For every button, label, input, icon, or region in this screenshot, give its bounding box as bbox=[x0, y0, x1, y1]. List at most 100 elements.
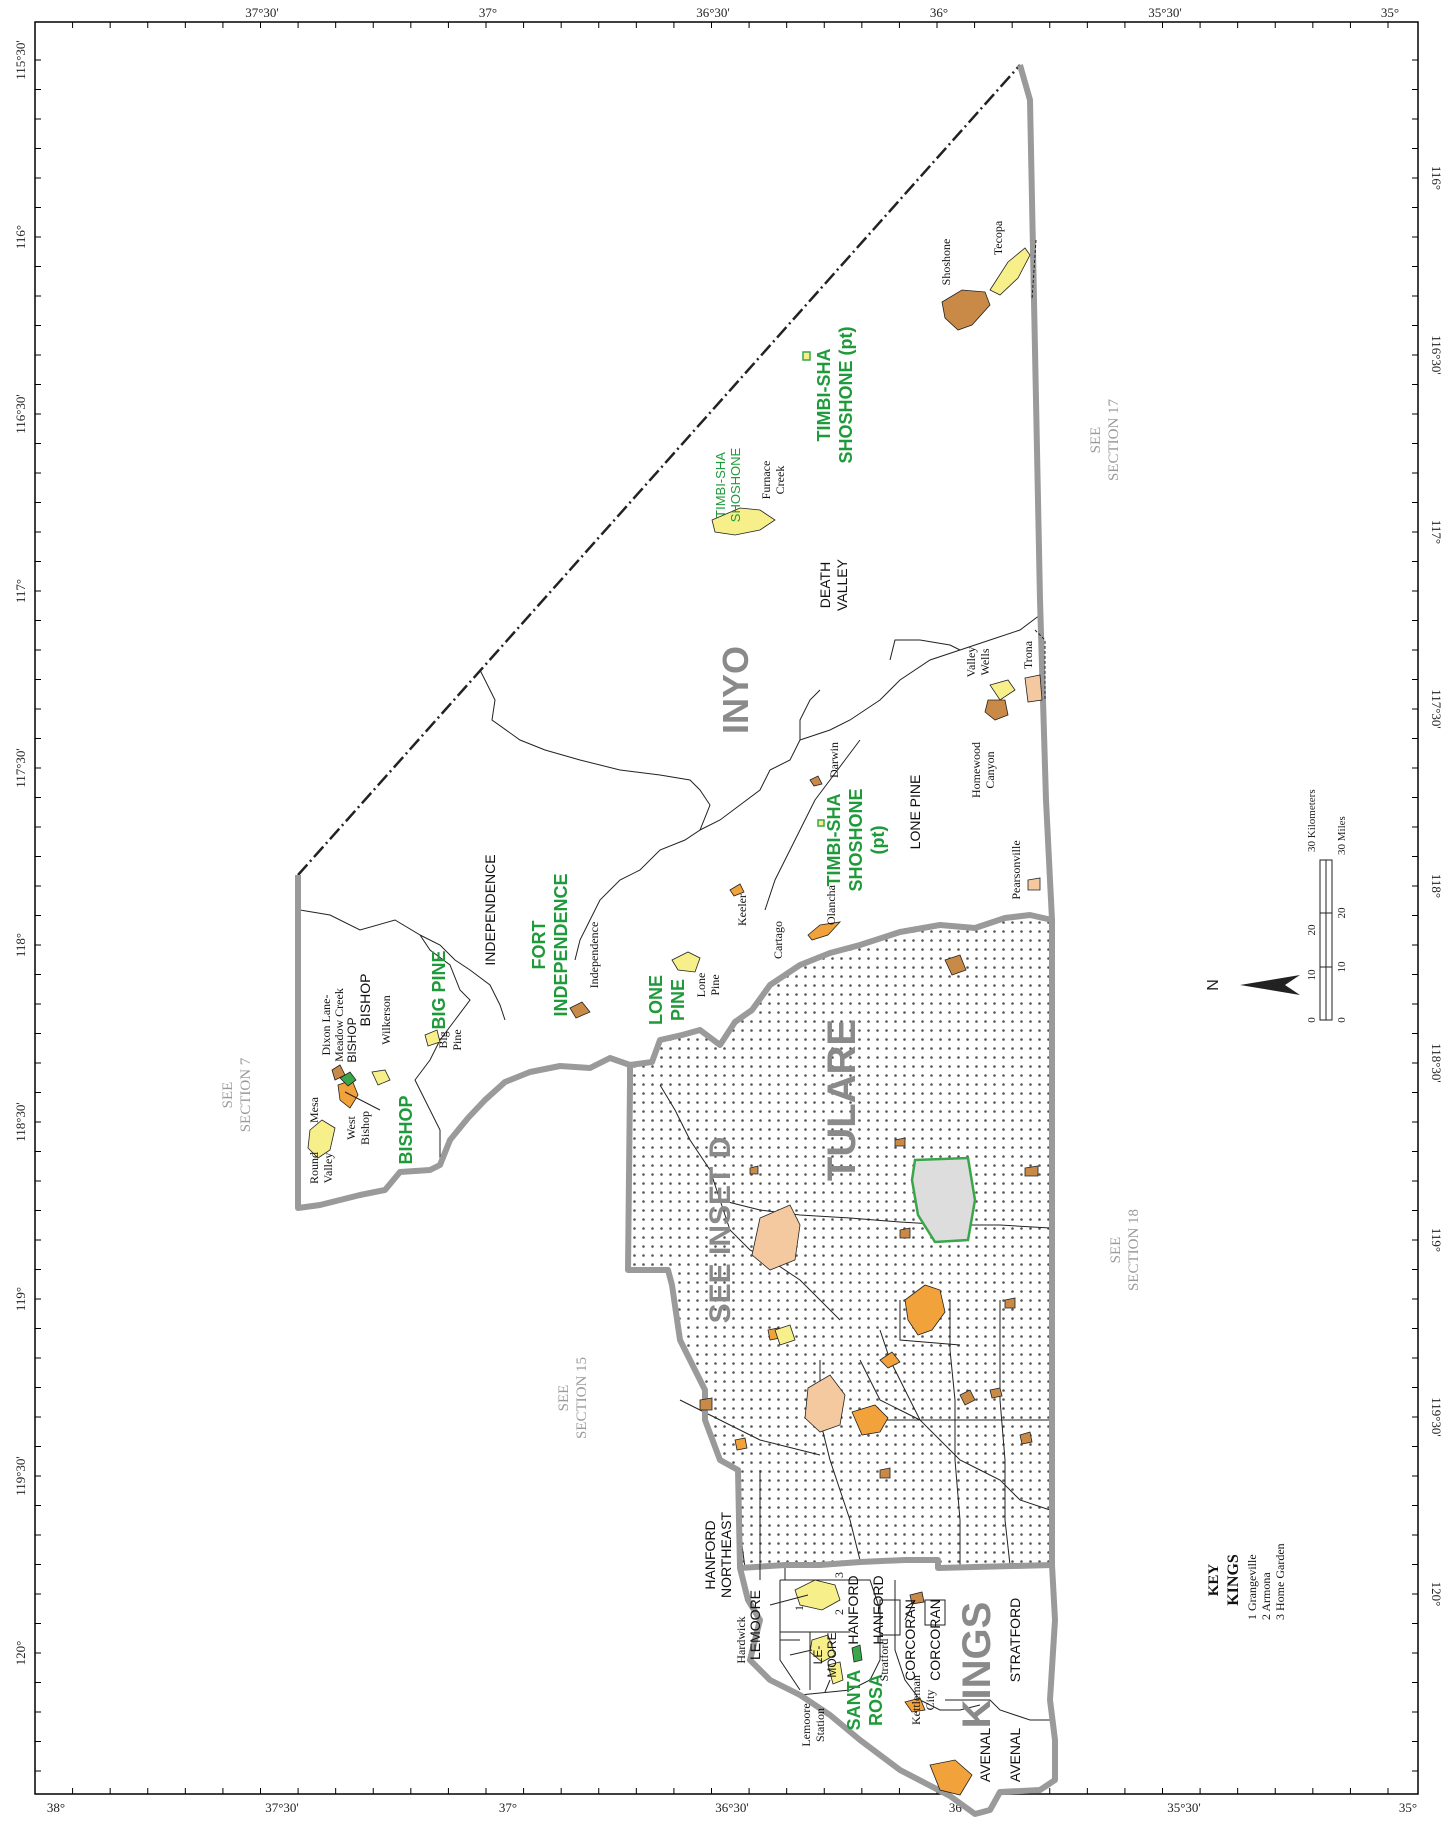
place-santa-rosa bbox=[851, 1644, 863, 1663]
coord-bottom: 38° bbox=[47, 1800, 65, 1815]
see-label: SEE bbox=[556, 1385, 572, 1412]
ccd-label: VALLEY bbox=[834, 558, 850, 611]
place-label: 3 bbox=[832, 1572, 846, 1578]
ccd-boundaries bbox=[299, 614, 1055, 1721]
right-coordinates: 116° 116°30' 117° 117°30' 118° 118°30' 1… bbox=[1429, 166, 1444, 1606]
place-label: Darwin bbox=[827, 742, 841, 778]
leader-lines bbox=[344, 1091, 916, 1693]
key-item: 1 Grangeville bbox=[1245, 1554, 1259, 1620]
place-label: Trona bbox=[1021, 640, 1035, 669]
see-section-labels: SEE SECTION 7 SEE SECTION 15 SEE SECTION… bbox=[220, 398, 1142, 1439]
coord-bottom: 37° bbox=[499, 1800, 517, 1815]
place-valley-wells bbox=[989, 679, 1016, 701]
ccd-label: HANFORD bbox=[870, 1575, 886, 1644]
place-keeler bbox=[729, 883, 745, 897]
coord-right: 116°30' bbox=[1429, 335, 1444, 375]
coord-right: 117° bbox=[1429, 520, 1444, 544]
north-arrow: N bbox=[1205, 975, 1300, 995]
place-label: Big bbox=[436, 1031, 450, 1048]
reservation-label: FORT bbox=[529, 921, 549, 970]
coord-right: 117°30' bbox=[1429, 689, 1444, 729]
place-shoshone bbox=[941, 289, 991, 331]
place-hanford bbox=[794, 1579, 841, 1611]
place-lemoore-station bbox=[827, 1661, 844, 1685]
scale-km-0: 0 bbox=[1306, 1017, 1318, 1023]
ccd-label: NORTHEAST bbox=[718, 1512, 734, 1599]
place-label: Independence bbox=[587, 922, 601, 989]
place-trona bbox=[1024, 674, 1043, 703]
top-coordinates: 37°30' 37° 36°30' 36° 35°30' 35° bbox=[245, 5, 1399, 20]
coord-top: 36° bbox=[930, 5, 948, 20]
reservation-label: TIMBI-SHA bbox=[814, 349, 834, 442]
place-label: Cartago bbox=[771, 921, 785, 959]
county-label-inyo: INYO bbox=[715, 646, 756, 734]
place-big-pine bbox=[424, 1029, 441, 1047]
ccd-label: STRATFORD bbox=[1007, 1598, 1023, 1683]
ccd-label: BISHOP bbox=[357, 974, 373, 1027]
place-label: Canyon bbox=[983, 751, 997, 788]
ccd-label: INDEPENDENCE bbox=[482, 854, 498, 965]
scale-bar: 0 10 20 30 Kilometers 0 10 20 30 Miles bbox=[1306, 789, 1348, 1022]
place-label: Furnace bbox=[759, 461, 773, 500]
place-darwin bbox=[809, 775, 823, 787]
left-coordinates: 115°30' 116° 116°30' 117° 117°30' 118° 1… bbox=[13, 40, 28, 1665]
ccd-label: DEATH bbox=[817, 562, 833, 608]
place-furnace-creek bbox=[711, 507, 776, 536]
scale-mi-30: 30 Miles bbox=[1336, 816, 1348, 855]
reservation-label: PINE bbox=[668, 979, 688, 1021]
reservation-label: SHOSHONE bbox=[728, 447, 743, 522]
reservation-label: SANTA bbox=[844, 1670, 864, 1731]
reservation-label: TIMBI-SHA bbox=[713, 452, 728, 518]
bottom-coordinates: 38° 37°30' 37° 36°30' 36° 35°30' 35° bbox=[47, 1800, 1417, 1815]
reservation-tule-river bbox=[910, 1156, 977, 1244]
reservation-timbi-darwin bbox=[817, 819, 825, 827]
scale-km-20: 20 bbox=[1306, 924, 1318, 936]
place-label: Tecopa bbox=[991, 220, 1005, 255]
coord-right: 118° bbox=[1429, 874, 1444, 898]
place-label: Creek bbox=[773, 466, 787, 495]
place-label: Bishop bbox=[358, 1111, 372, 1145]
reservation-label: ROSA bbox=[866, 1674, 886, 1726]
frame-ticks bbox=[34, 22, 1418, 1794]
coord-right: 118°30' bbox=[1429, 1043, 1444, 1083]
place-label: Pearsonville bbox=[1009, 840, 1023, 899]
place-label: Mesa bbox=[307, 1096, 321, 1123]
place-corcoran bbox=[909, 1591, 925, 1605]
place-label: City bbox=[923, 1690, 937, 1711]
coord-left: 117° bbox=[13, 579, 28, 603]
north-arrow-icon bbox=[1240, 975, 1300, 995]
reservation-label: BIG PINE bbox=[429, 950, 449, 1029]
see-label: SECTION 17 bbox=[1106, 398, 1122, 481]
place-label: Homewood bbox=[969, 742, 983, 798]
place-label: Dixon Lane- bbox=[319, 995, 333, 1056]
reservation-label: INDEPENDENCE bbox=[551, 873, 571, 1016]
coord-left: 115°30' bbox=[13, 40, 28, 80]
scale-mi-0: 0 bbox=[1336, 1017, 1348, 1023]
key-title: KEY bbox=[1206, 1564, 1222, 1597]
place-wilkerson bbox=[371, 1069, 391, 1086]
place-label: Meadow Creek bbox=[332, 988, 346, 1062]
tulare-county bbox=[628, 915, 1052, 1568]
county-labels: INYO TULARE KINGS bbox=[715, 646, 999, 1728]
coord-bottom: 36°30' bbox=[715, 1800, 749, 1815]
see-inset-label: SEE INSET D bbox=[704, 1137, 737, 1324]
place-olancha bbox=[807, 921, 842, 941]
place-kettleman-city bbox=[904, 1697, 926, 1713]
scale-mi-20: 20 bbox=[1336, 907, 1348, 919]
place-label: Pine bbox=[450, 1029, 464, 1050]
scale-mi-10: 10 bbox=[1336, 961, 1348, 973]
place-label: BISHOP bbox=[345, 1017, 359, 1062]
reservation-timbi-small bbox=[802, 351, 811, 361]
place-tecopa bbox=[989, 247, 1031, 296]
key-item: 3 Home Garden bbox=[1273, 1543, 1287, 1620]
coord-left: 120° bbox=[13, 1641, 28, 1666]
ccd-label: HANFORD bbox=[702, 1520, 718, 1589]
county-boundaries bbox=[295, 64, 1058, 1817]
reservation-small-labels: TIMBI-SHA SHOSHONE bbox=[713, 447, 743, 522]
county-label-kings: KINGS bbox=[955, 1602, 999, 1729]
place-lone-pine bbox=[671, 951, 701, 973]
coord-right: 119°30' bbox=[1429, 1397, 1444, 1437]
coord-left: 119°30' bbox=[13, 1456, 28, 1496]
place-label: 1 bbox=[792, 1605, 806, 1611]
